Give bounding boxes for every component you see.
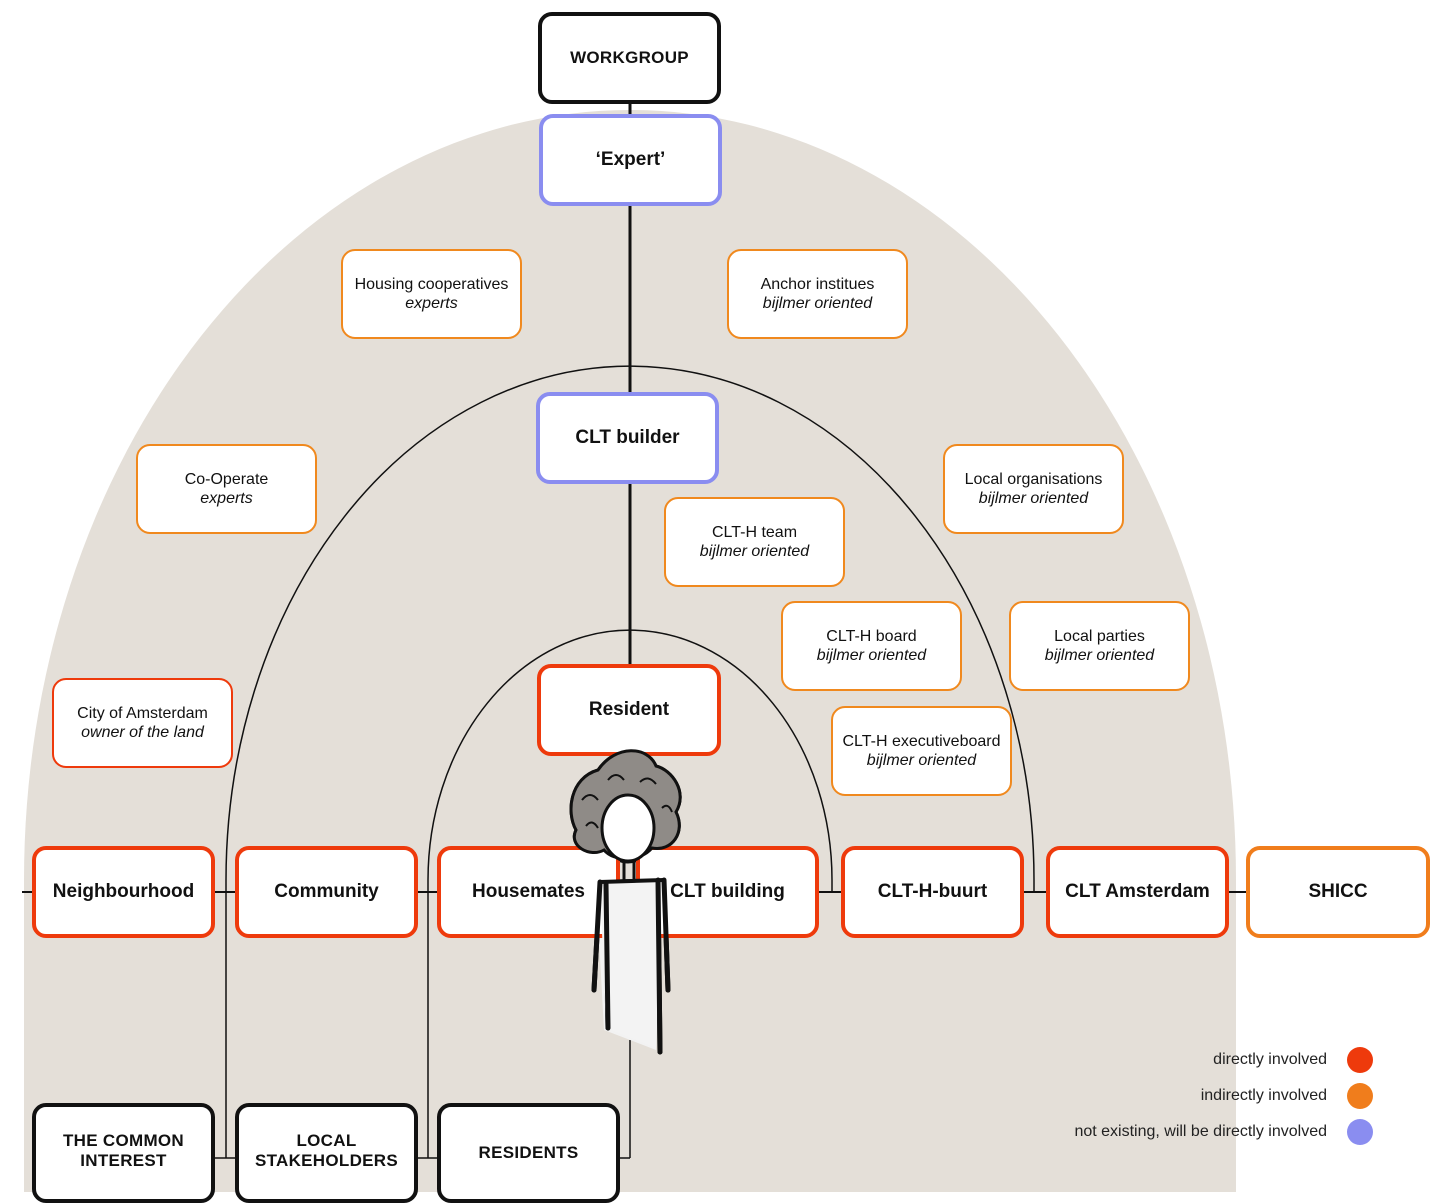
clt-h-executiveboard-sub: bijlmer oriented xyxy=(866,752,977,769)
co-operate-sub: experts xyxy=(200,490,253,507)
residents-label: RESIDENTS xyxy=(478,1143,579,1162)
co-operate-title: Co-Operate xyxy=(184,471,269,488)
clt-builder-label: CLT builder xyxy=(575,427,680,448)
legend-label-direct: directly involved xyxy=(1213,1051,1327,1068)
housing-cooperatives-title: Housing cooperatives xyxy=(354,276,509,293)
city-of-amsterdam-title: City of Amsterdam xyxy=(77,705,208,722)
housemates-label: Housemates xyxy=(472,881,585,902)
local-stakeholders-label: LOCAL STAKEHOLDERS xyxy=(254,1131,399,1170)
housing-cooperatives-box: Housing cooperatives experts xyxy=(341,249,522,339)
clt-h-buurt-box: CLT-H-buurt xyxy=(841,846,1024,938)
city-of-amsterdam-box: City of Amsterdam owner of the land xyxy=(52,678,233,768)
anchor-institues-title: Anchor institues xyxy=(760,276,875,293)
clt-h-board-box: CLT-H board bijlmer oriented xyxy=(781,601,962,691)
expert-box: ‘Expert’ xyxy=(539,114,722,206)
legend-item-direct: directly involved xyxy=(1213,1047,1373,1073)
shicc-box: SHICC xyxy=(1246,846,1430,938)
anchor-institues-box: Anchor institues bijlmer oriented xyxy=(727,249,908,339)
resident-label: Resident xyxy=(588,699,670,720)
common-interest-box: THE COMMON INTEREST xyxy=(32,1103,215,1203)
clt-h-executiveboard-title: CLT-H executiveboard xyxy=(842,733,1001,750)
community-box: Community xyxy=(235,846,418,938)
legend-dot-indirect xyxy=(1347,1083,1373,1109)
city-of-amsterdam-sub: owner of the land xyxy=(81,724,204,741)
community-label: Community xyxy=(274,881,379,902)
clt-h-team-sub: bijlmer oriented xyxy=(699,543,810,560)
clt-builder-box: CLT builder xyxy=(536,392,719,484)
legend-dot-direct xyxy=(1347,1047,1373,1073)
clt-amsterdam-box: CLT Amsterdam xyxy=(1046,846,1229,938)
local-parties-title: Local parties xyxy=(1054,628,1145,645)
local-parties-box: Local parties bijlmer oriented xyxy=(1009,601,1190,691)
clt-h-buurt-label: CLT-H-buurt xyxy=(877,881,988,902)
local-organisations-sub: bijlmer oriented xyxy=(978,490,1089,507)
clt-h-board-title: CLT-H board xyxy=(826,628,917,645)
workgroup-label: WORKGROUP xyxy=(570,48,689,67)
expert-label: ‘Expert’ xyxy=(595,149,666,170)
workgroup-box: WORKGROUP xyxy=(538,12,721,104)
legend-item-future: not existing, will be directly involved xyxy=(1074,1119,1373,1145)
legend-item-indirect: indirectly involved xyxy=(1201,1083,1373,1109)
co-operate-box: Co-Operate experts xyxy=(136,444,317,534)
housing-cooperatives-sub: experts xyxy=(405,295,458,312)
local-parties-sub: bijlmer oriented xyxy=(1044,647,1155,664)
clt-h-board-sub: bijlmer oriented xyxy=(816,647,927,664)
resident-box: Resident xyxy=(537,664,721,756)
neighbourhood-box: Neighbourhood xyxy=(32,846,215,938)
shicc-label: SHICC xyxy=(1308,881,1368,902)
legend-label-future: not existing, will be directly involved xyxy=(1074,1123,1327,1140)
clt-h-team-box: CLT-H team bijlmer oriented xyxy=(664,497,845,587)
anchor-institues-sub: bijlmer oriented xyxy=(762,295,873,312)
neighbourhood-label: Neighbourhood xyxy=(52,881,195,902)
local-organisations-box: Local organisations bijlmer oriented xyxy=(943,444,1124,534)
legend-label-indirect: indirectly involved xyxy=(1200,1087,1327,1104)
clt-h-team-title: CLT-H team xyxy=(711,524,798,541)
clt-building-label: CLT building xyxy=(670,881,785,902)
common-interest-label: THE COMMON INTEREST xyxy=(62,1131,185,1170)
clt-amsterdam-label: CLT Amsterdam xyxy=(1065,881,1210,902)
clt-h-executiveboard-box: CLT-H executiveboard bijlmer oriented xyxy=(831,706,1012,796)
local-organisations-title: Local organisations xyxy=(964,471,1103,488)
legend-dot-future xyxy=(1347,1119,1373,1145)
housemates-box: Housemates xyxy=(437,846,620,938)
residents-box: RESIDENTS xyxy=(437,1103,620,1203)
local-stakeholders-box: LOCAL STAKEHOLDERS xyxy=(235,1103,418,1203)
